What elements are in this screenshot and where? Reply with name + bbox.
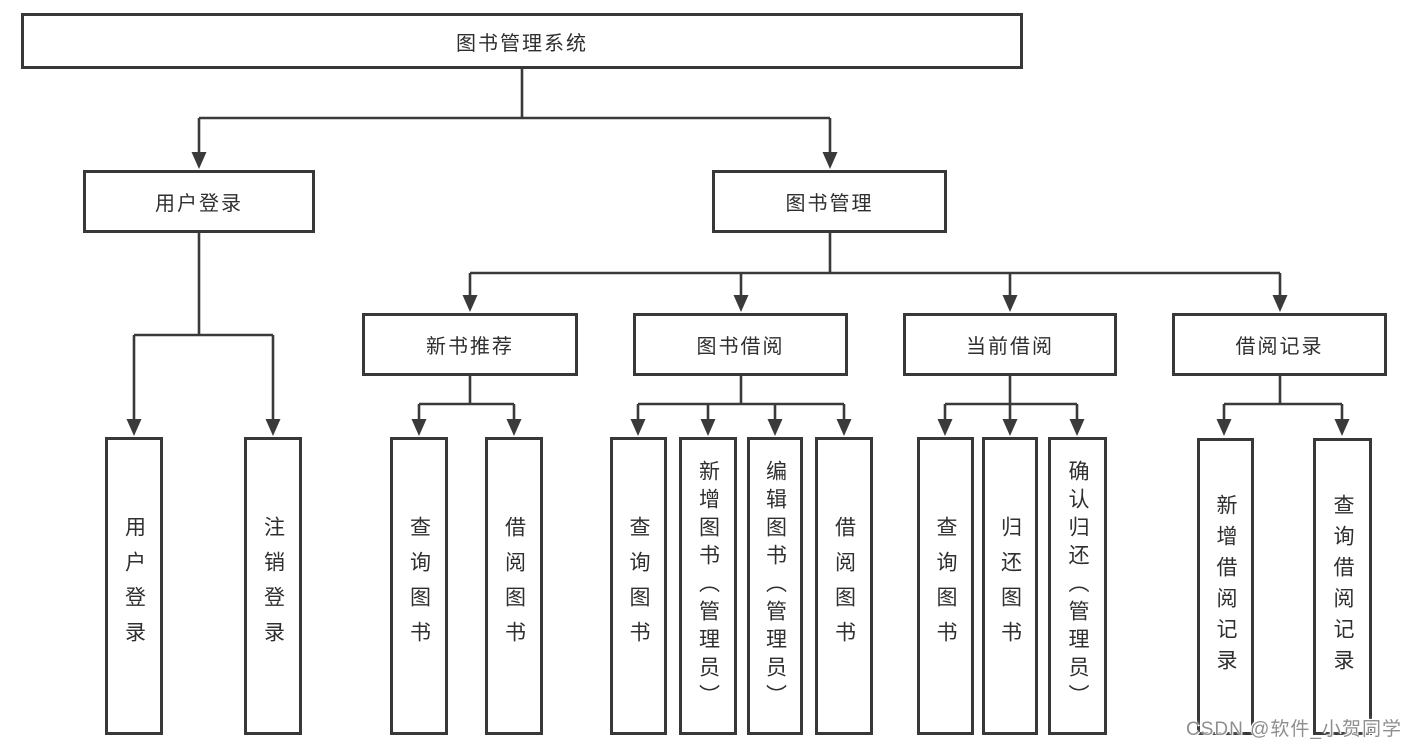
node-borrow-records: 借阅记录 [1172, 313, 1387, 376]
leaf-return-books-label: 归还图书 [998, 516, 1022, 656]
leaf-user-login: 用户登录 [105, 437, 163, 735]
leaf-query-borrow-record: 查询借阅记录 [1313, 438, 1372, 735]
node-current-borrow: 当前借阅 [903, 313, 1117, 376]
leaf-query-books-recommend-label: 查询图书 [407, 516, 431, 656]
node-new-book-recommend: 新书推荐 [362, 313, 578, 376]
leaf-query-books-borrow-label: 查询图书 [627, 516, 650, 656]
node-user-login: 用户登录 [83, 170, 315, 233]
leaf-logout-label: 注销登录 [261, 516, 285, 656]
leaf-query-books-recommend: 查询图书 [390, 437, 448, 735]
leaf-borrow-books-borrow-label: 借阅图书 [832, 516, 856, 656]
leaf-add-book-admin-label: 新增图书（管理员） [696, 460, 720, 712]
leaf-query-books-current-label: 查询图书 [934, 516, 957, 656]
leaf-confirm-return-admin: 确认归还（管理员） [1048, 437, 1107, 735]
node-book-borrow: 图书借阅 [633, 313, 848, 376]
leaf-query-books-current: 查询图书 [917, 437, 974, 735]
leaf-borrow-books-recommend: 借阅图书 [485, 437, 543, 735]
leaf-borrow-books-borrow: 借阅图书 [815, 437, 873, 735]
connector-stems [132, 69, 1344, 424]
leaf-user-login-label: 用户登录 [122, 516, 146, 656]
leaf-edit-book-admin: 编辑图书（管理员） [747, 437, 803, 735]
leaf-confirm-return-admin-label: 确认归还（管理员） [1066, 460, 1089, 712]
node-book-management: 图书管理 [712, 170, 947, 233]
leaf-add-borrow-record: 新增借阅记录 [1197, 438, 1254, 735]
leaf-add-borrow-record-label: 新增借阅记录 [1214, 493, 1237, 680]
watermark: CSDN @软件_小贺同学 [1186, 719, 1402, 740]
leaf-edit-book-admin-label: 编辑图书（管理员） [763, 460, 787, 712]
leaf-logout: 注销登录 [244, 437, 302, 735]
leaf-add-book-admin: 新增图书（管理员） [679, 437, 737, 735]
leaf-borrow-books-recommend-label: 借阅图书 [502, 516, 526, 656]
leaf-query-borrow-record-label: 查询借阅记录 [1331, 493, 1354, 680]
node-root: 图书管理系统 [21, 13, 1023, 69]
leaf-query-books-borrow: 查询图书 [610, 437, 667, 735]
leaf-return-books: 归还图书 [982, 437, 1038, 735]
